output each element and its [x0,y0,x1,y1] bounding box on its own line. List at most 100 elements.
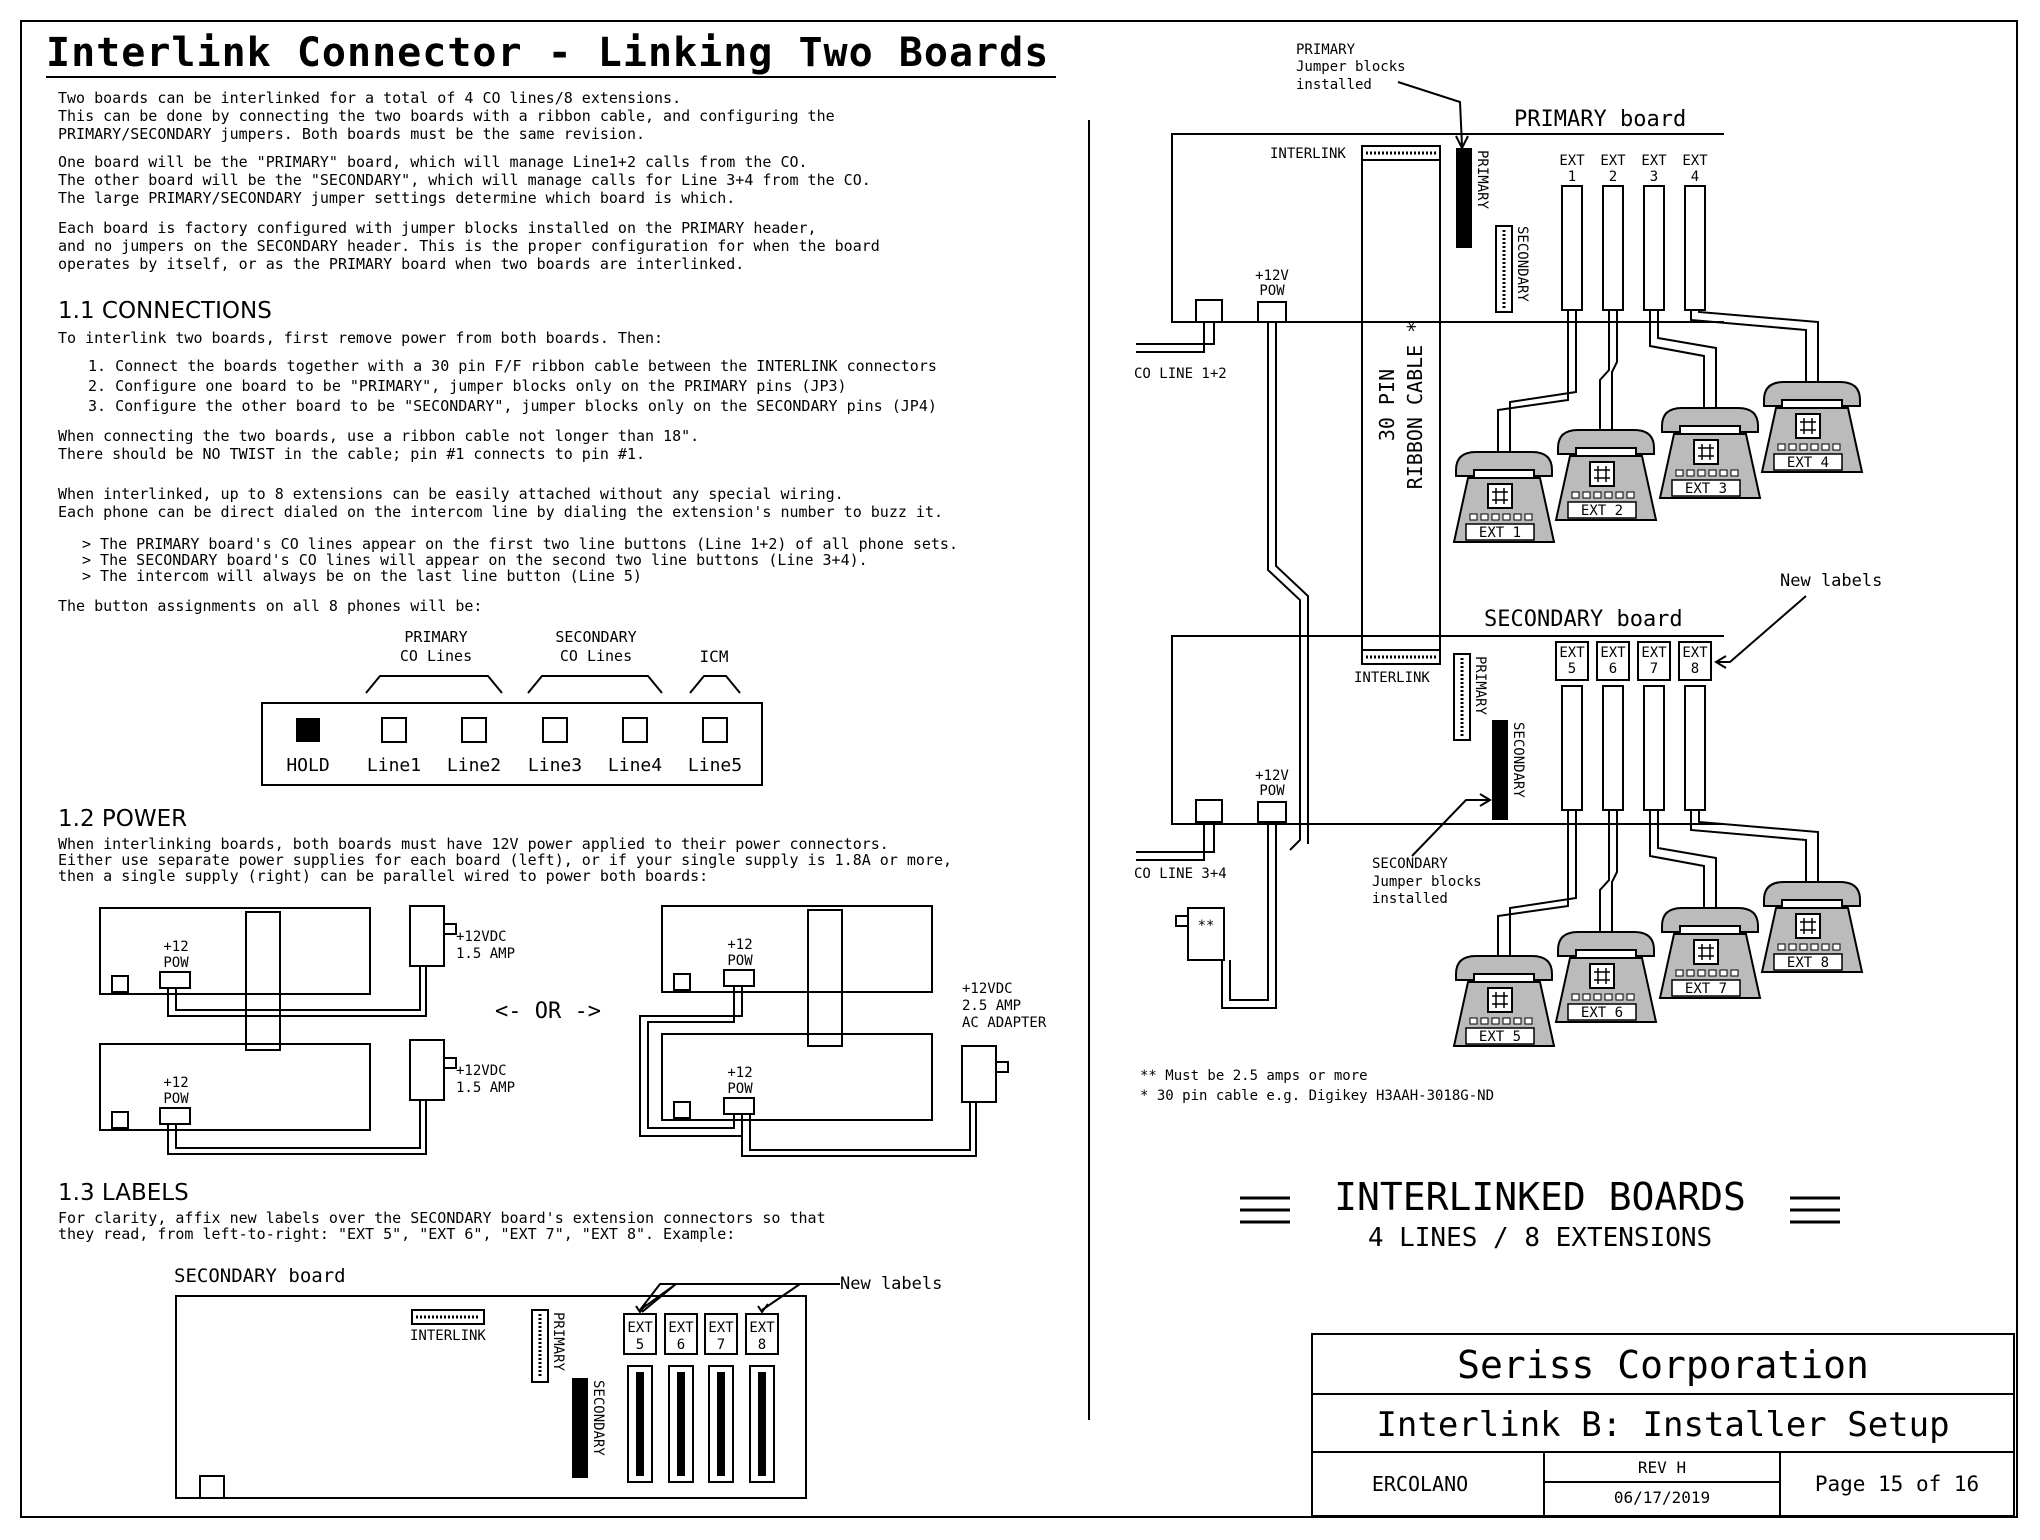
svg-text:SECONDARY board: SECONDARY board [1484,607,1683,632]
intro-line: The large PRIMARY/SECONDARY jumper setti… [58,189,736,207]
svg-text:EXT 2: EXT 2 [1581,503,1623,519]
svg-text:EXT: EXT [1559,645,1585,661]
bullet: > The PRIMARY board's CO lines appear on… [82,535,958,553]
svg-text:POW: POW [1259,783,1285,799]
svg-text:EXT: EXT [1682,645,1708,661]
page-border [20,20,2018,1518]
svg-text:Line5: Line5 [688,755,742,776]
svg-text:3: 3 [1650,169,1658,185]
svg-text:EXT: EXT [749,1320,775,1336]
svg-text:POW: POW [727,1081,753,1097]
svg-text:EXT 1: EXT 1 [1479,525,1521,541]
svg-text:5: 5 [636,1337,644,1353]
telephone-icon: EXT 7 [1649,810,1762,999]
svg-text:Page 15 of 16: Page 15 of 16 [1815,1472,1979,1496]
svg-text:EXT 3: EXT 3 [1685,481,1727,497]
telephone-icon: EXT 3 [1649,310,1762,499]
telephone-icon: EXT 8 [1690,810,1864,973]
svg-text:EXT 7: EXT 7 [1685,981,1727,997]
svg-text:+12: +12 [727,1065,752,1081]
svg-text:EXT 8: EXT 8 [1787,955,1829,971]
intro-line: Each board is factory configured with ju… [58,219,817,237]
svg-text:SECONDARY: SECONDARY [555,628,636,646]
svg-text:4 LINES / 8 EXTENSIONS: 4 LINES / 8 EXTENSIONS [1368,1223,1712,1253]
section-heading: 1.2 POWER [58,806,188,832]
column-divider [1088,120,1090,1420]
svg-text:PRIMARY: PRIMARY [1472,656,1488,716]
svg-text:CO Lines: CO Lines [400,647,472,665]
svg-text:HOLD: HOLD [286,755,329,776]
intro-line: One board will be the "PRIMARY" board, w… [58,153,808,171]
svg-text:POW: POW [727,953,753,969]
svg-text:EXT: EXT [1641,153,1667,169]
telephone-icon: EXT 4 [1690,310,1864,473]
svg-text:+12: +12 [727,937,752,953]
svg-text:8: 8 [1691,661,1699,677]
power-text: then a single supply (right) can be para… [58,867,709,885]
section-heading: 1.1 CONNECTIONS [58,298,272,324]
svg-text:POW: POW [163,955,189,971]
svg-text:* 30 pin cable e.g. Digikey H3: * 30 pin cable e.g. Digikey H3AAH-3018G-… [1140,1088,1494,1104]
svg-text:installed: installed [1296,77,1372,93]
note: There should be NO TWIST in the cable; p… [58,445,645,463]
svg-text:SECONDARY: SECONDARY [1514,226,1530,302]
svg-text:1.5 AMP: 1.5 AMP [456,1080,515,1096]
intro-line: The other board will be the "SECONDARY",… [58,171,871,189]
svg-text:EXT 4: EXT 4 [1787,455,1829,471]
svg-text:EXT: EXT [708,1320,734,1336]
svg-text:2.5 AMP: 2.5 AMP [962,998,1021,1014]
svg-text:1: 1 [1568,169,1576,185]
svg-text:** Must be 2.5 amps or more: ** Must be 2.5 amps or more [1140,1068,1368,1084]
step: 1. Connect the boards together with a 30… [88,357,937,375]
svg-text:EXT: EXT [1600,153,1626,169]
svg-text:+12V: +12V [1255,268,1289,284]
svg-text:2: 2 [1609,169,1617,185]
svg-text:CO LINE 3+4: CO LINE 3+4 [1134,866,1227,882]
svg-text:PRIMARY: PRIMARY [1296,42,1356,58]
svg-text:INTERLINK: INTERLINK [1354,670,1430,686]
svg-text:6: 6 [1609,661,1617,677]
svg-text:New labels: New labels [1780,571,1882,591]
buttons-lead: The button assignments on all 8 phones w… [58,597,483,615]
svg-text:Line2: Line2 [447,755,501,776]
svg-text:EXT 5: EXT 5 [1479,1029,1521,1045]
svg-text:SECONDARY: SECONDARY [1372,856,1448,872]
svg-text:PRIMARY: PRIMARY [550,1312,566,1372]
power-text: Either use separate power supplies for e… [58,851,953,869]
svg-text:SECONDARY board: SECONDARY board [174,1265,346,1287]
svg-text:EXT: EXT [668,1320,694,1336]
step: 3. Configure the other board to be "SECO… [88,397,937,415]
svg-text:INTERLINK: INTERLINK [410,1328,486,1344]
labels-text: they read, from left-to-right: "EXT 5", … [58,1225,736,1243]
svg-text:EXT 6: EXT 6 [1581,1005,1623,1021]
svg-text:New labels: New labels [840,1274,942,1294]
svg-text:ICM: ICM [700,647,729,666]
intro-line: PRIMARY/SECONDARY jumpers. Both boards m… [58,125,645,143]
svg-text:POW: POW [1259,283,1285,299]
svg-text:+12VDC: +12VDC [962,981,1013,997]
svg-text:Jumper blocks: Jumper blocks [1372,874,1482,890]
svg-text:POW: POW [163,1091,189,1107]
svg-text:installed: installed [1372,891,1448,907]
svg-text:30 PIN: 30 PIN [1375,369,1399,441]
svg-text:EXT: EXT [1641,645,1667,661]
bullet: > The intercom will always be on the las… [82,567,642,585]
title-underline [46,76,1056,78]
svg-text:Seriss Corporation: Seriss Corporation [1457,1343,1869,1387]
telephone-icon: EXT 6 [1554,810,1658,1023]
svg-text:+12: +12 [163,939,188,955]
svg-text:4: 4 [1691,169,1699,185]
svg-text:**: ** [1198,918,1215,934]
power-text: When interlinking boards, both boards mu… [58,835,889,853]
section-heading: 1.3 LABELS [58,1180,189,1206]
svg-text:PRIMARY: PRIMARY [1474,150,1490,210]
